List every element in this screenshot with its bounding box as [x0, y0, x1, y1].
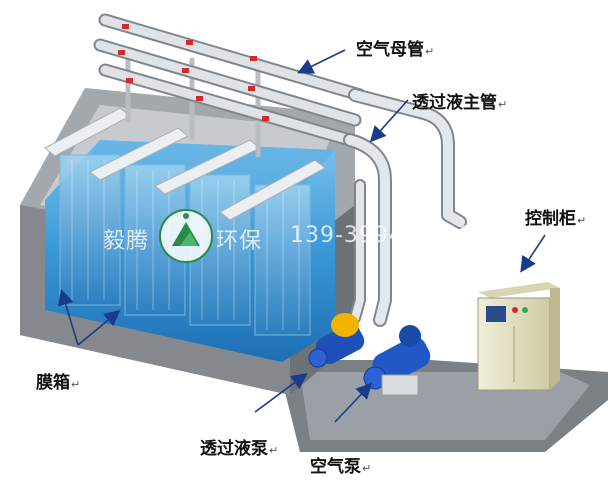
control-cabinet [477, 282, 560, 391]
air-pump-label: 空气泵↵ [310, 457, 372, 477]
leader-arrows [58, 49, 546, 423]
control-cabinet-label: 控制柜↵ [525, 209, 587, 229]
header-pipes [93, 13, 367, 147]
watermark-seal [159, 209, 213, 263]
valve-markers [118, 24, 269, 121]
permeate-pump [308, 313, 365, 368]
air-header-label: 空气母管↵ [356, 40, 435, 60]
watermark-phone: 139-3994-5046 [290, 223, 473, 248]
watermark-brand-right: 环保 [216, 229, 263, 254]
membrane-box-label: 膜箱↵ [36, 373, 81, 393]
module-top-manifolds [44, 107, 326, 221]
watermark-brand-left: 毅腾 [103, 229, 150, 254]
permeate-pump-label: 透过液泵↵ [200, 439, 279, 459]
permeate-main-label: 透过液主管↵ [412, 93, 508, 113]
main-pipes [343, 88, 467, 327]
